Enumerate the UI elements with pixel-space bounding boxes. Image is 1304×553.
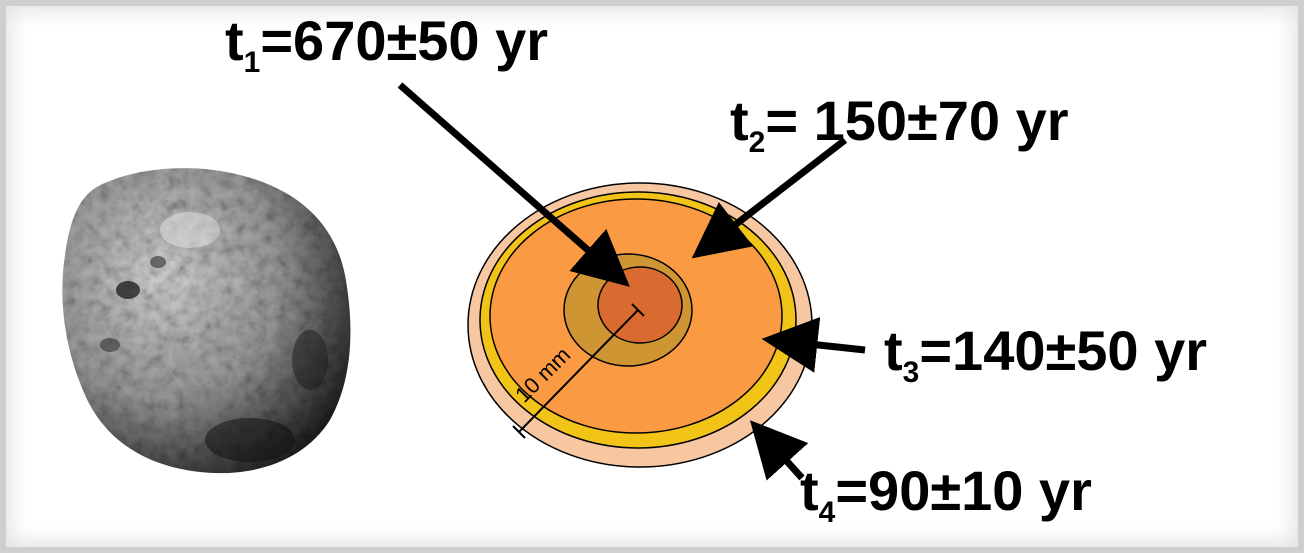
- label-t4: t4=90±10 yr: [800, 459, 1092, 529]
- arrow-t3: [761, 317, 866, 373]
- layered-stone-diagram: [467, 182, 813, 468]
- arrow-t4: [749, 420, 809, 481]
- svg-text:t1=670±50 yr: t1=670±50 yr: [225, 9, 548, 79]
- label-t1-sub: 1: [244, 46, 261, 79]
- label-t4-sub: 4: [819, 496, 836, 529]
- label-t1-value: =670±50 yr: [260, 9, 548, 72]
- label-t3-value: =140±50 yr: [919, 319, 1207, 382]
- label-t2-value: = 150±70 yr: [765, 89, 1068, 152]
- label-t2-var: t: [730, 89, 749, 152]
- label-t3-var: t: [884, 319, 903, 382]
- arrows: [397, 82, 866, 481]
- label-t1-var: t: [225, 9, 244, 72]
- label-t3: t3=140±50 yr: [884, 319, 1207, 389]
- stone-photo: [62, 168, 351, 474]
- svg-text:t3=140±50 yr: t3=140±50 yr: [884, 319, 1207, 389]
- arrow-t2: [691, 137, 848, 259]
- label-t3-sub: 3: [903, 356, 920, 389]
- label-t2: t2= 150±70 yr: [730, 89, 1069, 159]
- label-t4-var: t: [800, 459, 819, 522]
- core-layer: [597, 266, 683, 344]
- svg-text:t4=90±10 yr: t4=90±10 yr: [800, 459, 1092, 529]
- svg-text:t2= 150±70 yr: t2= 150±70 yr: [730, 89, 1069, 159]
- label-t1: t1=670±50 yr: [225, 9, 548, 79]
- label-t4-value: =90±10 yr: [835, 459, 1092, 522]
- label-t2-sub: 2: [749, 126, 766, 159]
- arrow-t1: [397, 82, 630, 287]
